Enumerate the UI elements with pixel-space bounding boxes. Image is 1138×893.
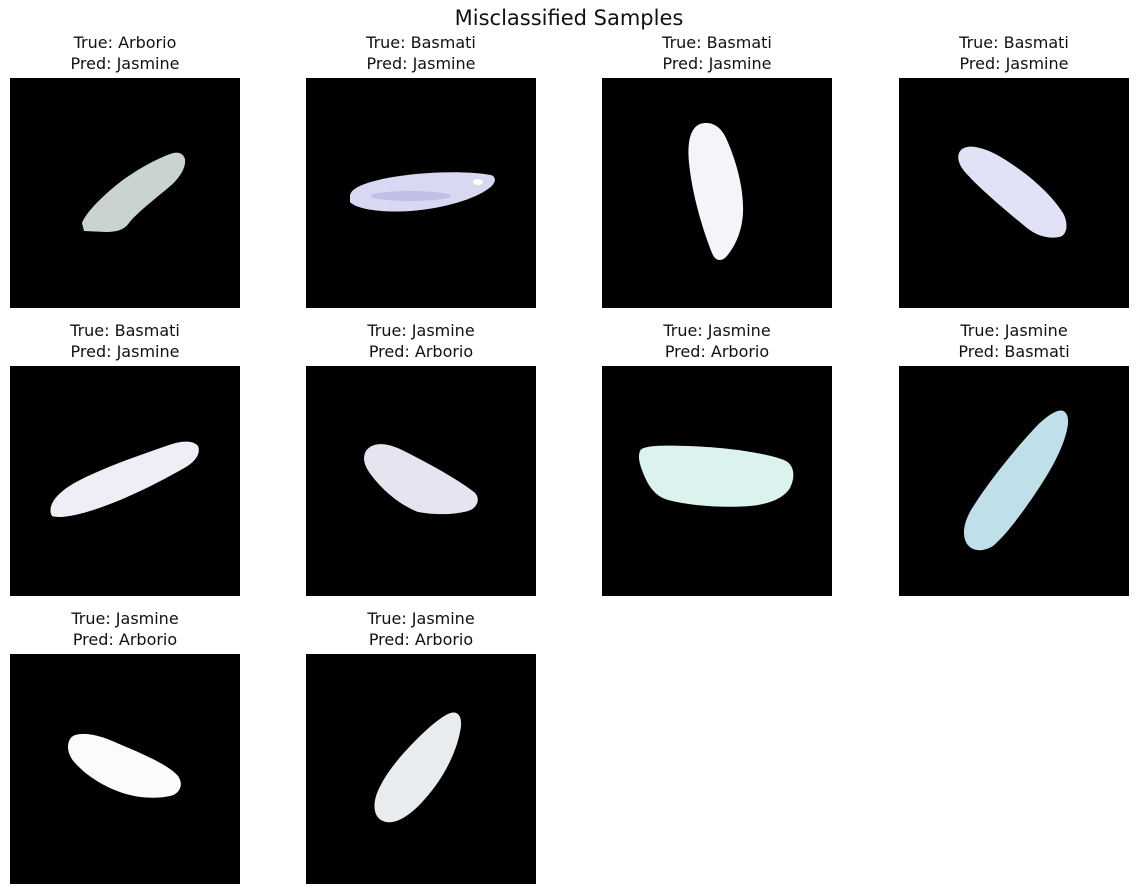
rice-grain-image xyxy=(82,152,186,232)
rice-grain-image xyxy=(638,445,794,507)
rice-grain-image xyxy=(50,441,199,517)
sample-image xyxy=(899,366,1129,596)
rice-grain-image xyxy=(958,146,1067,238)
panel-title: True: Basmati Pred: Jasmine xyxy=(879,32,1138,74)
rice-grain-image xyxy=(68,733,181,798)
pred-label: Pred: Jasmine xyxy=(70,342,180,361)
grain-shadow xyxy=(371,191,451,201)
true-label: True: Arborio xyxy=(73,33,177,52)
panel-title: True: Basmati Pred: Jasmine xyxy=(286,32,556,74)
panel-title: True: Basmati Pred: Jasmine xyxy=(0,320,260,362)
true-label: True: Jasmine xyxy=(367,321,475,340)
true-label: True: Basmati xyxy=(959,33,1069,52)
grain-spot xyxy=(473,179,483,185)
rice-grain-image xyxy=(374,712,462,823)
rice-grain-image xyxy=(963,410,1069,551)
true-label: True: Basmati xyxy=(70,321,180,340)
panel-title: True: Jasmine Pred: Arborio xyxy=(0,608,260,650)
sample-image xyxy=(899,78,1129,308)
sample-image xyxy=(306,654,536,884)
sample-image xyxy=(10,654,240,884)
sample-image xyxy=(602,366,832,596)
true-label: True: Jasmine xyxy=(367,609,475,628)
panel-title: True: Arborio Pred: Jasmine xyxy=(0,32,260,74)
sample-image xyxy=(10,78,240,308)
pred-label: Pred: Jasmine xyxy=(959,54,1069,73)
panel-title: True: Jasmine Pred: Arborio xyxy=(286,608,556,650)
panel-title: True: Jasmine Pred: Arborio xyxy=(286,320,556,362)
pred-label: Pred: Arborio xyxy=(664,342,770,361)
true-label: True: Jasmine xyxy=(71,609,179,628)
true-label: True: Basmati xyxy=(366,33,476,52)
sample-image xyxy=(10,366,240,596)
pred-label: Pred: Jasmine xyxy=(366,54,476,73)
true-label: True: Jasmine xyxy=(663,321,771,340)
true-label: True: Jasmine xyxy=(960,321,1068,340)
pred-label: Pred: Arborio xyxy=(368,342,474,361)
sample-image xyxy=(306,78,536,308)
sample-image xyxy=(602,78,832,308)
pred-label: Pred: Arborio xyxy=(368,630,474,649)
true-label: True: Basmati xyxy=(662,33,772,52)
pred-label: Pred: Jasmine xyxy=(70,54,180,73)
pred-label: Pred: Basmati xyxy=(958,342,1070,361)
sample-image xyxy=(306,366,536,596)
pred-label: Pred: Jasmine xyxy=(662,54,772,73)
rice-grain-image xyxy=(688,123,744,261)
panel-title: True: Jasmine Pred: Arborio xyxy=(582,320,852,362)
pred-label: Pred: Arborio xyxy=(72,630,178,649)
panel-title: True: Jasmine Pred: Basmati xyxy=(879,320,1138,362)
rice-grain-image xyxy=(364,444,478,515)
figure-title: Misclassified Samples xyxy=(454,6,684,30)
panel-title: True: Basmati Pred: Jasmine xyxy=(582,32,852,74)
